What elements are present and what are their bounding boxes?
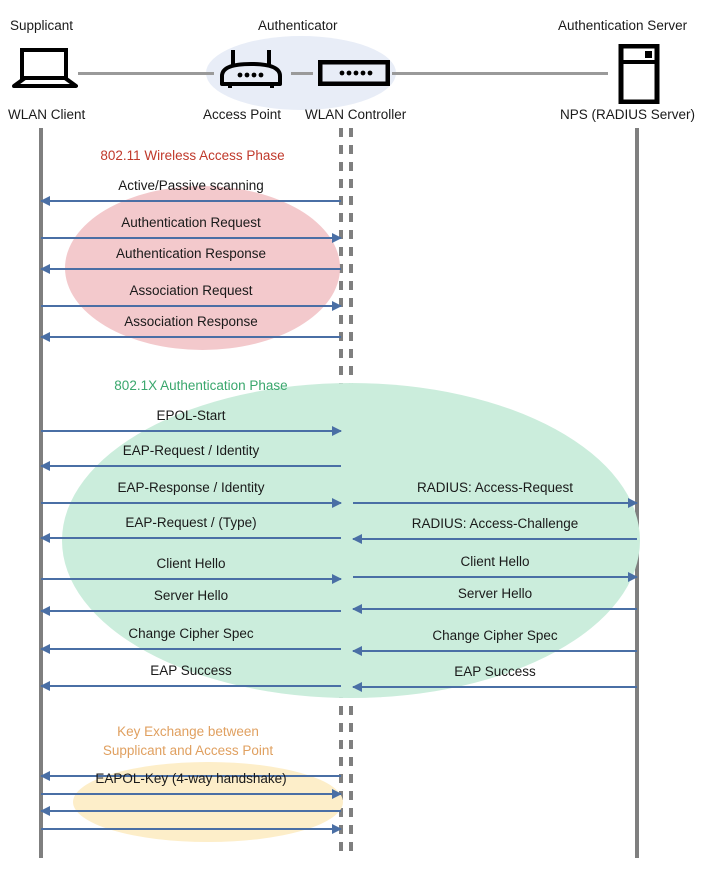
server-icon [618,43,660,109]
actor-device-nps-radius-server: NPS (RADIUS Server) [560,107,696,122]
link-ap-to-controller [291,72,313,75]
message-label: EAP-Request / Identity [122,443,260,458]
message-label: EAP-Request / (Type) [125,515,257,530]
phase-blob-8021x [62,383,640,698]
arrow-right-icon [332,498,342,508]
message-line [41,237,341,239]
message-line [41,810,341,812]
arrow-left-icon [40,644,50,654]
message-line [41,578,341,580]
message-label: RADIUS: Access-Request [416,480,574,495]
message-line [41,268,341,270]
message-label: Change Cipher Spec [432,628,558,643]
link-controller-to-server [392,72,608,75]
message-line [41,465,341,467]
link-client-to-ap [78,72,214,75]
message-line [41,828,341,830]
arrow-right-icon [332,824,342,834]
arrow-right-icon [332,574,342,584]
arrow-right-icon [628,498,638,508]
message-label: EAP Success [150,663,232,678]
message-label: Authentication Request [121,215,261,230]
actor-role-authenticator: Authenticator [258,18,338,33]
arrow-right-icon [332,789,342,799]
phase-label-key-exchange-line1: Key Exchange between [117,724,259,739]
arrow-left-icon [40,461,50,471]
arrow-left-icon [40,196,50,206]
phase-label-80211: 802.11 Wireless Access Phase [100,148,285,163]
message-line [353,502,637,504]
arrow-left-icon [40,606,50,616]
message-line [41,305,341,307]
arrow-left-icon [352,646,362,656]
actor-role-authentication-server: Authentication Server [558,18,688,33]
message-label: Active/Passive scanning [118,178,264,193]
message-label: Client Hello [460,554,530,569]
actor-role-supplicant: Supplicant [10,18,74,33]
message-line [41,793,341,795]
message-line [41,200,341,202]
arrow-right-icon [628,572,638,582]
arrow-right-icon [332,301,342,311]
message-line [41,336,341,338]
arrow-left-icon [40,681,50,691]
arrow-left-icon [352,604,362,614]
message-line [41,775,341,777]
message-label: EAPOL-Key (4-way handshake) [95,771,287,786]
message-line [41,430,341,432]
message-label: EAP Success [454,664,536,679]
arrow-right-icon [332,233,342,243]
message-label: Change Cipher Spec [128,626,254,641]
arrow-left-icon [40,264,50,274]
message-line [41,537,341,539]
message-line [353,686,637,688]
message-label: RADIUS: Access-Challenge [411,516,579,531]
lifeline-authentication-server [635,128,639,858]
message-label: Server Hello [153,588,229,603]
message-label: Server Hello [457,586,533,601]
actor-device-wlan-controller: WLAN Controller [305,107,407,122]
message-label: Association Response [124,314,258,329]
phase-label-key-exchange-line2: Supplicant and Access Point [102,743,274,758]
actor-device-access-point: Access Point [203,107,282,122]
arrow-left-icon [352,534,362,544]
message-line [353,576,637,578]
arrow-left-icon [352,682,362,692]
message-label: EPOL-Start [156,408,226,423]
message-label: Association Request [129,283,253,298]
message-label: EAP-Response / Identity [117,480,265,495]
message-line [41,610,341,612]
arrow-left-icon [40,806,50,816]
arrow-right-icon [332,426,342,436]
message-line [41,685,341,687]
laptop-icon [12,48,78,95]
message-label: Client Hello [156,556,226,571]
arrow-left-icon [40,332,50,342]
message-label: Authentication Response [115,246,267,261]
message-line [41,502,341,504]
access-point-icon [216,48,286,97]
phase-label-key-exchange: Key Exchange between Supplicant and Acce… [88,722,288,760]
message-line [353,538,637,540]
actor-device-wlan-client: WLAN Client [8,107,86,122]
wlan-controller-icon [317,59,391,91]
arrow-left-icon [40,771,50,781]
message-line [41,648,341,650]
message-line [353,608,637,610]
lifeline-supplicant [39,128,43,858]
message-line [353,650,637,652]
arrow-left-icon [40,533,50,543]
phase-label-8021x: 802.1X Authentication Phase [114,378,288,393]
